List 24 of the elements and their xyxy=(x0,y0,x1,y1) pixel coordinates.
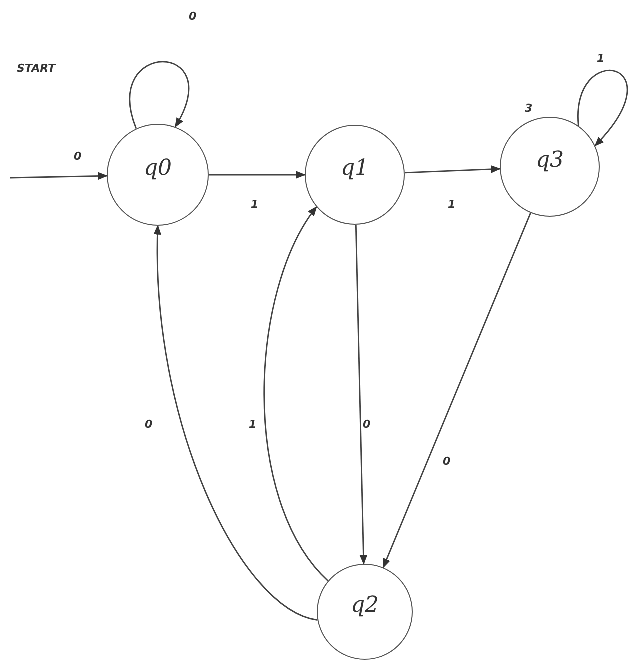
state-name: q0 xyxy=(144,156,172,180)
edge-label: 0 xyxy=(442,455,452,468)
start-label: START xyxy=(16,62,57,75)
arrow xyxy=(209,171,306,179)
arrow xyxy=(355,224,368,565)
arrow xyxy=(130,61,190,129)
edge-label: 1 xyxy=(250,198,260,211)
arrow xyxy=(10,172,108,180)
state-name: q1 xyxy=(340,156,370,180)
arrow xyxy=(382,212,532,569)
state-name: q3 xyxy=(536,148,564,172)
edge-label: 1 xyxy=(596,52,606,65)
stray-mark: 3 xyxy=(524,102,534,115)
arrow xyxy=(578,70,628,147)
edge-label: 0 xyxy=(73,150,83,163)
edge-label: 0 xyxy=(188,10,198,23)
arrow xyxy=(154,225,318,621)
arrow xyxy=(264,206,329,582)
edge-label: 1 xyxy=(248,418,258,431)
arrow xyxy=(404,166,502,174)
edge-label: 0 xyxy=(144,418,154,431)
edge-label: 1 xyxy=(447,198,457,211)
state-name: q2 xyxy=(350,592,380,618)
edge-label: 0 xyxy=(362,418,372,431)
